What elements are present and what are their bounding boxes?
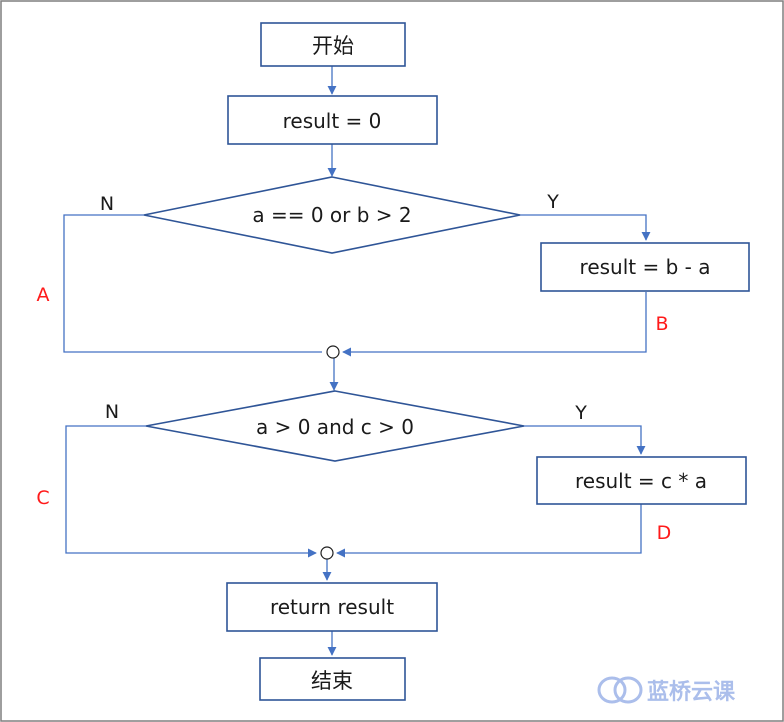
return-node xyxy=(226,582,438,632)
assign2-label: result = c * a xyxy=(575,469,707,493)
decision2-label: a > 0 and c > 0 xyxy=(256,415,414,439)
edge-decision1-no xyxy=(63,214,322,353)
init-label: result = 0 xyxy=(283,109,382,133)
decision2-yes-label: Y xyxy=(574,402,587,424)
edge-decision2-no xyxy=(65,425,317,558)
watermark-logo: 蓝桥云课 xyxy=(597,676,736,705)
decision2-node xyxy=(145,390,525,462)
assign1-label: result = b - a xyxy=(580,255,711,279)
decision1-label: a == 0 or b > 2 xyxy=(252,203,411,227)
decision1-no-label: N xyxy=(100,193,114,215)
edge-decision2-yes xyxy=(524,425,646,455)
edge-assign2-to-merge2 xyxy=(336,504,642,558)
decision1-yes-label: Y xyxy=(546,191,559,213)
assign1-node xyxy=(540,242,750,292)
path-label-c: C xyxy=(36,487,49,509)
watermark-logo-icon xyxy=(597,676,643,704)
end-label: 结束 xyxy=(311,669,353,693)
edge-assign1-to-merge1 xyxy=(342,292,647,357)
start-node xyxy=(260,22,406,67)
return-label: return result xyxy=(270,595,394,619)
path-label-d: D xyxy=(657,522,672,544)
end-node xyxy=(259,657,406,701)
path-label-b: B xyxy=(655,313,668,335)
decision2-no-label: N xyxy=(105,401,119,423)
connectors xyxy=(63,66,651,656)
init-node xyxy=(227,95,438,145)
merge1-connector xyxy=(326,345,340,359)
start-label: 开始 xyxy=(312,34,354,58)
edge-decision1-yes xyxy=(520,214,651,241)
merge2-connector xyxy=(320,546,334,560)
path-label-a: A xyxy=(37,284,50,306)
decision1-node xyxy=(143,176,521,254)
watermark-text: 蓝桥云课 xyxy=(647,679,736,705)
assign2-node xyxy=(536,456,747,505)
